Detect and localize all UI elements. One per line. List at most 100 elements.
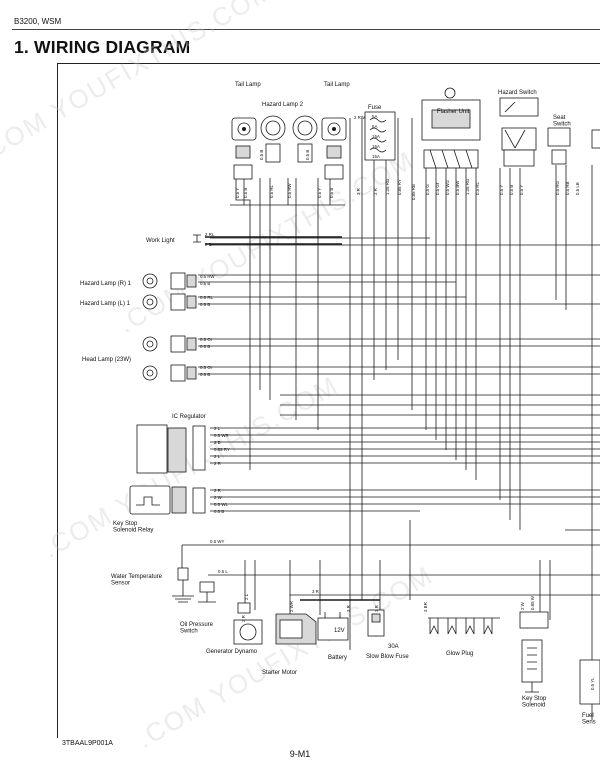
label-generator: Generator Dynamo <box>206 649 258 655</box>
label-slow-blow: Slow Blow Fuse <box>366 654 409 660</box>
wire-label-top-12: 0.5 Y <box>499 185 504 195</box>
wire-label-top-3: 1.25 RG <box>385 178 390 195</box>
fuse-amp-2: 5A <box>372 124 377 129</box>
wire-label-tail-6: 0.5 Y <box>317 188 322 198</box>
wire-label-top-9: 0.5 BW <box>455 180 460 195</box>
wire-label-misc-5: 3 R <box>346 605 351 612</box>
wire-label-top-7: 0.5 Gr <box>435 182 440 195</box>
fuse-amp-3: 15A <box>372 134 380 139</box>
label-head-lamp: Head Lamp (23W) <box>82 357 131 363</box>
key-stop-relay-icon <box>129 485 206 515</box>
label-fuse: Fuse <box>368 105 382 111</box>
hazard-lamp-2-right <box>292 115 318 163</box>
tail-lamp-right <box>321 117 347 180</box>
diagram-frame <box>57 63 600 738</box>
wire-label-top-8: 0.5 WG <box>445 180 450 195</box>
page-title: 1. WIRING DIAGRAM <box>14 37 191 57</box>
label-glow-plug: Glow Plug <box>446 651 473 657</box>
wire-label-misc-3: 3 R <box>312 589 319 594</box>
wire-label-rel-3: 0.5 B <box>214 509 224 514</box>
slow-blow-fuse-icon <box>367 609 385 637</box>
starter-motor-icon <box>275 613 317 645</box>
wire-label-hr-0: 0.5 RW <box>200 274 215 279</box>
wire-label-tail-4: 0.5 RW <box>287 183 292 198</box>
label-work-light: Work Light <box>146 238 175 244</box>
wire-label-rel-1: 2 W <box>214 495 223 500</box>
oil-pressure-switch-icon <box>198 581 216 603</box>
head-lamp-1-icon <box>142 335 197 353</box>
wire-label-top-5: 0.85 RB <box>411 184 416 200</box>
fuel-sensor-icon <box>579 659 600 705</box>
wire-label-tail-1: 0.5 B <box>243 188 248 198</box>
label-starter: Starter Motor <box>262 670 297 676</box>
wire-label-hl-1: 0.5 B <box>200 302 210 307</box>
water-temp-sensor-icon <box>172 567 194 603</box>
wire-label-h2-1: 0.5 B <box>200 372 210 377</box>
figure-code: 3TBAAL9P001A <box>62 740 113 747</box>
wire-label-misc-2: 2 L <box>244 593 249 600</box>
wire-label-misc-4: 2 WR <box>289 601 294 612</box>
top-wire-labels: 2 RW 3 R 2 R 1.25 RG 0.85 RY 0.85 RB 0.5… <box>354 115 580 200</box>
wire-label-h1-0: 0.5 Or <box>200 337 213 342</box>
wire-label-misc-0: 0.5 WY <box>210 539 224 544</box>
label-hazard-lamp-l: Hazard Lamp (L) 1 <box>80 301 131 307</box>
key-stop-solenoid-icon <box>519 611 549 693</box>
wire-label-misc-11: 0.5 YL <box>590 677 595 690</box>
label-hazard-lamp-r: Hazard Lamp (R) 1 <box>80 281 132 287</box>
page-number: 9-M1 <box>289 749 311 759</box>
wire-label-misc-6: 3 R <box>374 605 379 612</box>
wire-label-reg-0: 2 L <box>214 426 221 431</box>
wire-label-top-10: 1.25 RG <box>465 178 470 195</box>
hazard-switch <box>499 97 539 167</box>
label-hazard-switch: Hazard Switch <box>498 90 537 96</box>
wire-label-h2-0: 0.5 Or <box>200 365 213 370</box>
wire-label-top-1: 3 R <box>356 188 361 195</box>
label-battery-volt: 12V <box>334 628 345 634</box>
wire-label-top-14: 0.5 Y <box>519 185 524 195</box>
label-slow-blow-amp: 30A <box>388 644 399 650</box>
wire-label-misc-8: 2 W <box>520 601 525 610</box>
label-battery: Battery <box>328 655 347 661</box>
fuse-amp-5: 15A <box>372 154 380 159</box>
wire-label-rel-0: 2 R <box>214 488 221 493</box>
fuse-block <box>364 111 396 161</box>
wire-label-top-6: 0.5 G <box>425 184 430 195</box>
wire-label-misc-10: 2 R <box>241 615 246 622</box>
wire-label-work-0: 2 RL <box>205 232 215 237</box>
right-partial-component <box>591 129 600 149</box>
wire-label-reg-1: 0.5 WR <box>214 433 229 438</box>
label-hazard-lamp-2: Hazard Lamp 2 <box>262 102 304 108</box>
label-flasher-unit: Flasher Unit <box>437 109 470 115</box>
hazard-lamp-2-left <box>260 115 286 163</box>
ic-regulator-icon <box>136 424 206 474</box>
fuse-amp-4: 15A <box>372 144 380 149</box>
battery-icon <box>317 612 349 641</box>
wire-label-tail-3: 0.5 RL <box>269 185 274 198</box>
tail-wire-labels: 0.5 Y 0.5 B 0.5 B 0.5 RL 0.5 RW 0.5 B 0.… <box>235 150 334 198</box>
wire-label-tail-2: 0.5 B <box>259 150 264 160</box>
wire-label-misc-1: 0.5 L <box>218 569 228 574</box>
wire-label-misc-9: 0.85 W <box>530 595 535 610</box>
wire-label-top-4: 0.85 RY <box>397 179 402 195</box>
hazard-lamp-l-icon <box>142 293 197 311</box>
header-rule <box>12 29 600 30</box>
wire-label-top-15: 0.5 RG <box>555 181 560 195</box>
wire-label-reg-3: 0.85 RY <box>214 447 230 452</box>
header-model: B3200, WSM <box>14 17 62 26</box>
wire-label-misc-7: 3 BR <box>423 602 428 612</box>
wire-label-tail-5: 0.5 B <box>305 150 310 160</box>
wire-label-rel-2: 0.5 WL <box>214 502 228 507</box>
wire-label-tail-7: 0.5 B <box>329 188 334 198</box>
label-tail-lamp-1: Tail Lamp <box>235 82 261 88</box>
left-wire-labels: 2 RL 2 B 0.5 RW 0.5 B 0.5 RL 0.5 B 0.5 O… <box>200 232 230 514</box>
wire-label-top-16: 0.5 RB <box>565 182 570 195</box>
wire-label-hr-1: 0.5 B <box>200 281 210 286</box>
wire-label-h1-1: 0.5 B <box>200 344 210 349</box>
fuse-amp-1: 5A <box>372 114 377 119</box>
